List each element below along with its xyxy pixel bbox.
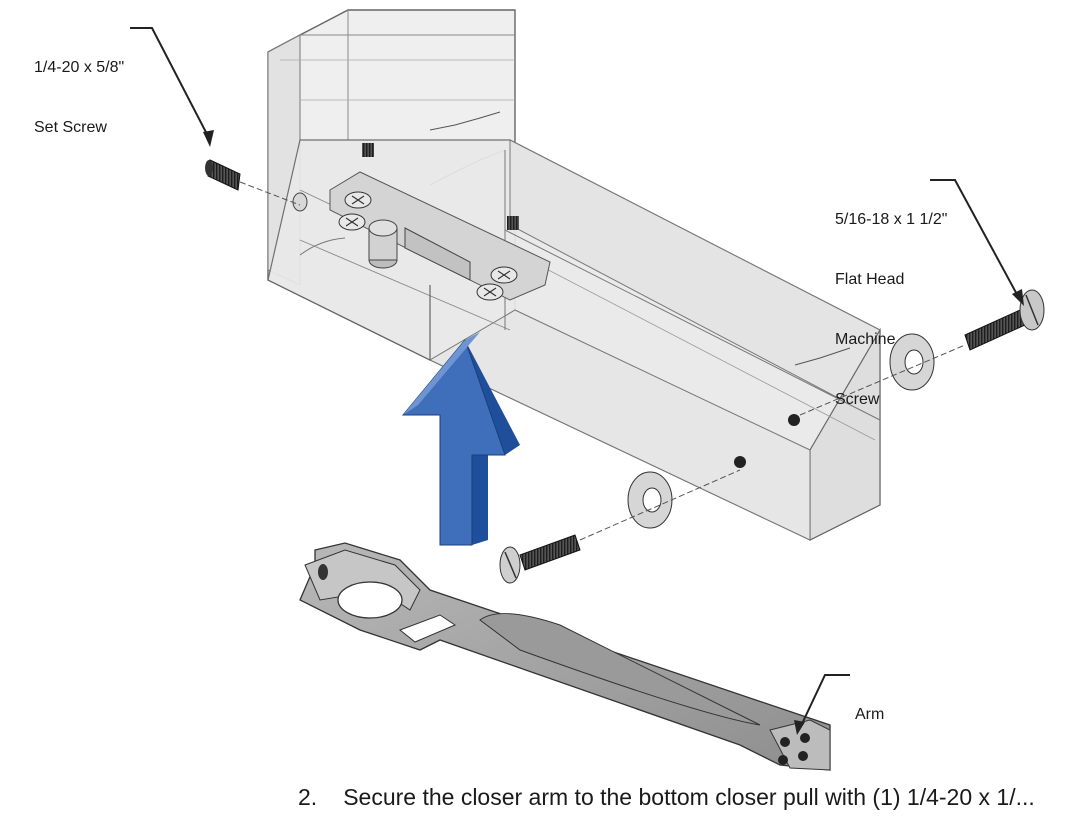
arm-callout: Arm: [855, 665, 884, 745]
flat-head-screw-type-label-3: Screw: [835, 391, 880, 408]
set-screw-size-label: 1/4-20 x 5/8": [34, 59, 125, 76]
step-number: 2.: [298, 784, 318, 810]
flat-head-screw-lower: [499, 469, 741, 584]
set-screw: [205, 159, 301, 206]
flat-head-screw-size-label: 5/16-18 x 1 1/2": [835, 211, 948, 228]
instruction-caption: 2. Secure the closer arm to the bottom cl…: [298, 783, 1061, 811]
flat-head-screw-type-label-1: Flat Head: [835, 271, 905, 288]
leader-lines: [130, 27, 1024, 735]
flat-head-screw-callout: 5/16-18 x 1 1/2" Flat Head Machine Screw: [835, 170, 947, 430]
set-screw-type-label: Set Screw: [34, 119, 107, 136]
flat-head-screw-type-label-2: Machine: [835, 331, 896, 348]
flat-head-screw-right: [799, 289, 1045, 416]
upward-arrow-icon: [401, 332, 520, 546]
closer-housing: [267, 9, 881, 541]
closer-arm: [299, 542, 831, 771]
step-text: Secure the closer arm to the bottom clos…: [343, 784, 1035, 810]
set-screw-callout: 1/4-20 x 5/8" Set Screw: [34, 18, 124, 158]
arm-label: Arm: [855, 706, 885, 723]
